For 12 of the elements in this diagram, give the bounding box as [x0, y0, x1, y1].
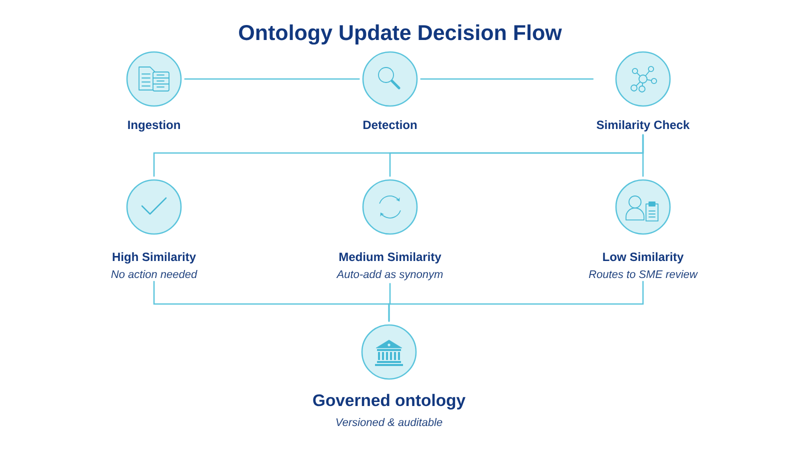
diagram-title: Ontology Update Decision Flow: [239, 24, 562, 45]
step-description: Auto-add as synonym: [336, 270, 443, 280]
step-description: No action needed: [111, 270, 198, 278]
step-description: Routes to SME review: [588, 270, 698, 278]
step-title: Low Similarity: [603, 252, 684, 264]
step-title: Similarity Check: [596, 120, 690, 132]
step-description: Versioned & auditable: [336, 418, 442, 426]
step-title: High Similarity: [112, 252, 196, 264]
step-title: Medium Similarity: [339, 252, 442, 264]
step-title: Ingestion: [128, 120, 180, 132]
step-title: Governed ontology: [313, 394, 466, 410]
step-title: Detection: [363, 120, 417, 130]
